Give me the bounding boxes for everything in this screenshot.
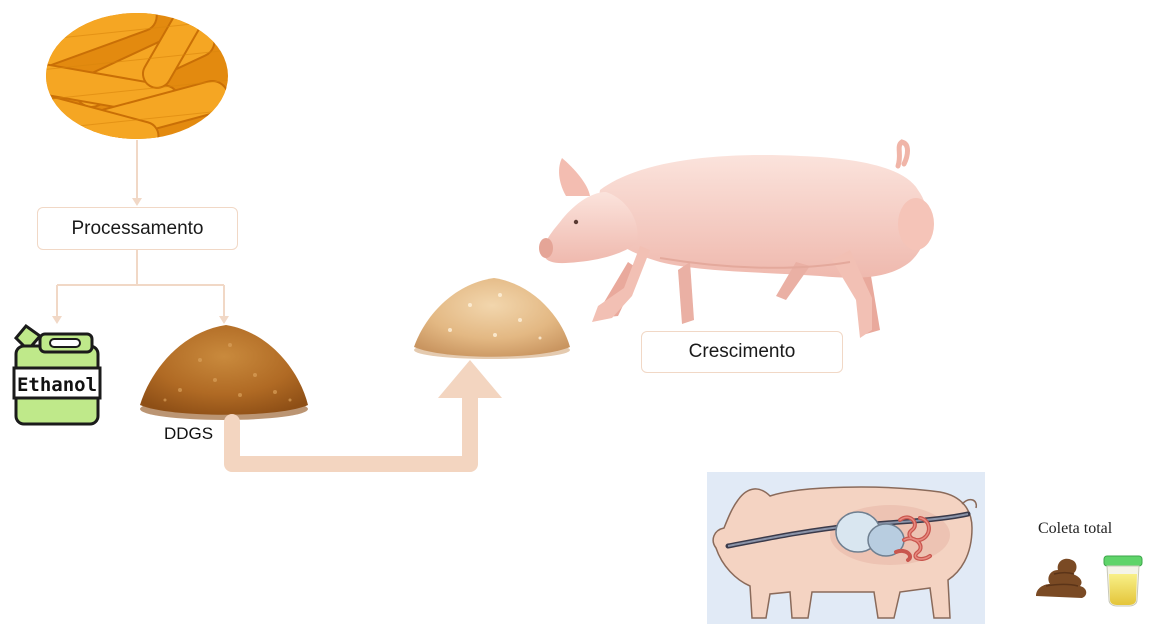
- crescimento-box: Crescimento: [641, 331, 843, 373]
- coleta-total-label: Coleta total: [1038, 520, 1112, 538]
- ddgs-label: DDGS: [164, 424, 213, 444]
- thick-flow-arrowhead: [438, 360, 502, 398]
- ethanol-label: Ethanol: [17, 374, 97, 396]
- feces-icon: [1036, 559, 1086, 598]
- feed-pile-image: [414, 278, 570, 359]
- corn-cobs-image: [19, 0, 240, 153]
- processamento-box: Processamento: [37, 207, 238, 250]
- processamento-label: Processamento: [71, 218, 203, 240]
- pig-digestive-tract-illustration: [707, 472, 985, 624]
- pig-image: [539, 142, 934, 338]
- ddgs-pile-image: [140, 325, 308, 420]
- urine-cup-icon: [1104, 556, 1142, 606]
- crescimento-label: Crescimento: [689, 341, 796, 363]
- ethanol-jerrycan-icon: Ethanol: [14, 326, 100, 424]
